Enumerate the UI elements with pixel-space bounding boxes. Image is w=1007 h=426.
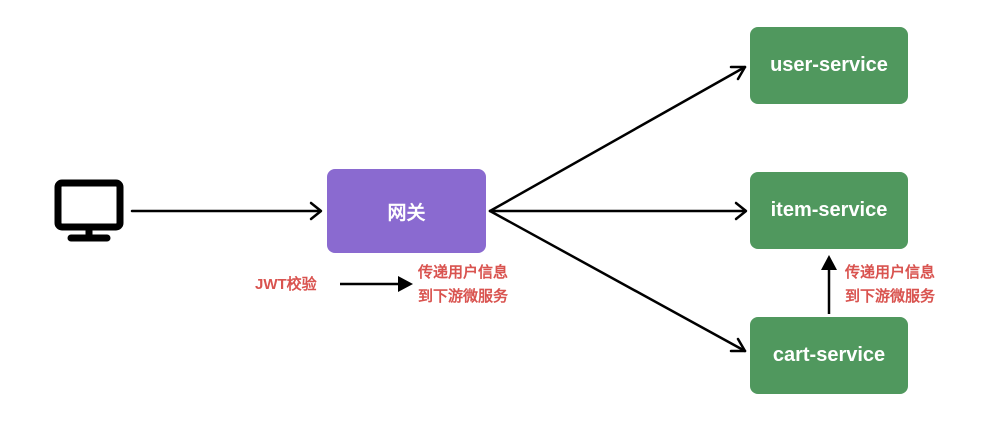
gateway-to-item-service-arrow — [488, 201, 748, 221]
item-service-label: item-service — [770, 199, 888, 221]
cart-pass-line1: 传递用户信息 — [845, 264, 936, 281]
cart-service-node: cart-service — [750, 317, 908, 394]
cart-to-item-arrow — [821, 255, 837, 314]
client-to-gateway-arrow — [130, 201, 323, 221]
gateway-pass-line2: 到下游微服务 — [418, 288, 509, 305]
gateway-node: 网关 — [327, 169, 486, 253]
item-service-node: item-service — [750, 172, 908, 249]
jwt-verify-note: JWT校验 — [255, 273, 317, 297]
user-service-label: user-service — [770, 54, 888, 76]
gateway-label: 网关 — [387, 202, 426, 224]
cart-pass-user-note: 传递用户信息 到下游微服务 — [845, 261, 935, 309]
user-service-node: user-service — [750, 27, 908, 104]
gateway-to-cart-service-arrow — [488, 209, 747, 353]
gateway-pass-user-note: 传递用户信息 到下游微服务 — [418, 261, 508, 309]
cart-service-label: cart-service — [772, 344, 886, 366]
jwt-verify-text: JWT校验 — [255, 276, 317, 293]
jwt-pass-arrow — [340, 276, 413, 292]
cart-pass-line2: 到下游微服务 — [845, 288, 936, 305]
gateway-pass-line1: 传递用户信息 — [418, 264, 509, 281]
monitor-icon — [54, 179, 124, 242]
gateway-to-user-service-arrow — [488, 65, 747, 213]
